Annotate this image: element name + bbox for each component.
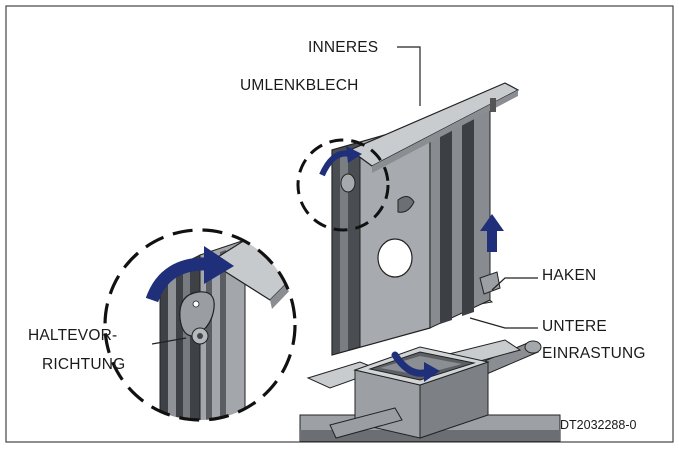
detail-circle-small	[296, 138, 390, 232]
leader-inneres-umlenkblech	[397, 46, 421, 106]
leader-untere-einrastung	[469, 317, 538, 329]
label-untere-einrastung-line2: EINRASTUNG	[542, 345, 646, 362]
leader-lines	[151, 46, 538, 345]
label-haken: HAKEN	[542, 267, 597, 284]
label-inneres-umlenkblech-line2: UMLENKBLECH	[240, 77, 359, 94]
figure-frame	[5, 5, 674, 443]
lower-bracket-assembly	[299, 291, 561, 442]
figure-reference: DT2032288-0	[560, 418, 637, 432]
detail-circle-large	[103, 228, 297, 422]
label-haltevorrichtung-line1: HALTEVOR-	[28, 327, 118, 344]
inner-deflector-plate	[331, 82, 520, 356]
label-untere-einrastung-line1: UNTERE	[542, 318, 607, 335]
label-inneres-umlenkblech-line1: INNERES	[308, 39, 379, 56]
leader-haken	[491, 277, 538, 291]
label-haltevorrichtung-line2: RICHTUNG	[42, 356, 126, 373]
leader-haltevorrichtung	[151, 337, 187, 345]
